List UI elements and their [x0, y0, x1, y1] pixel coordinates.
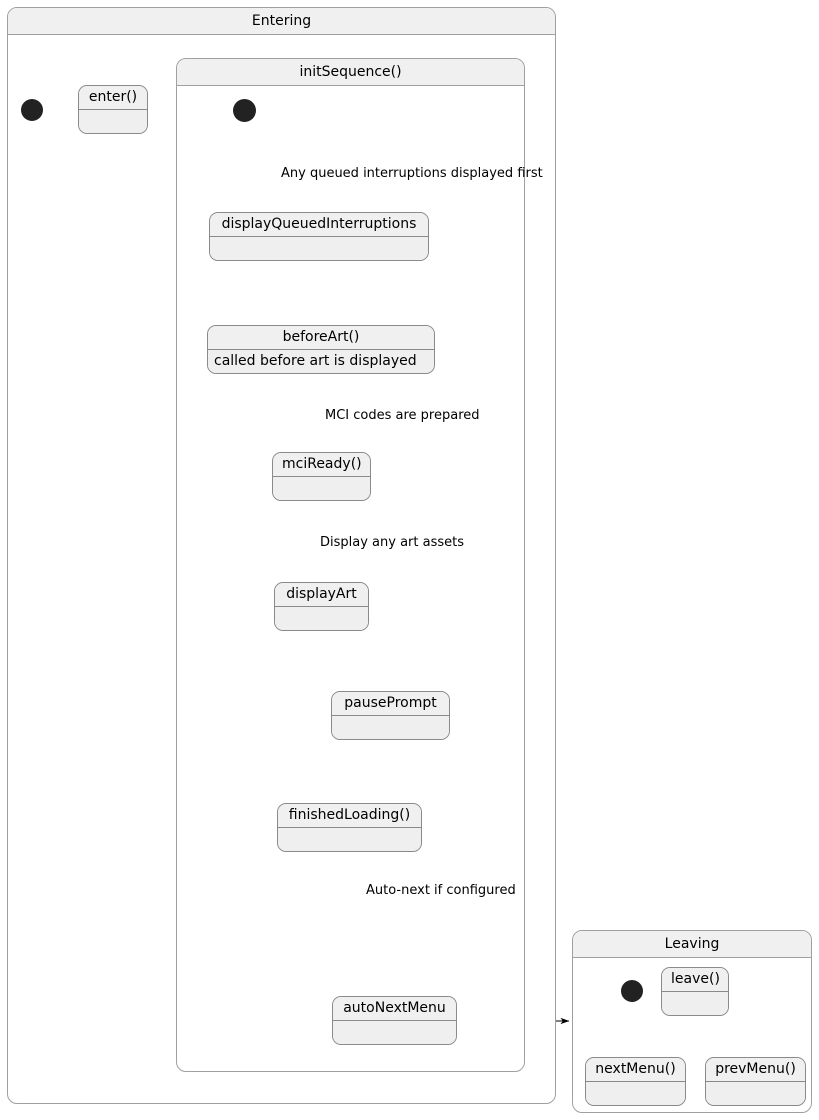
state-enter[interactable]: enter()	[78, 85, 148, 134]
start-node-entering	[21, 99, 43, 121]
start-node-leaving	[621, 980, 643, 1002]
state-leave[interactable]: leave()	[661, 967, 729, 1016]
state-before-art[interactable]: beforeArt() called before art is display…	[207, 325, 435, 374]
state-prev-menu[interactable]: prevMenu()	[705, 1057, 806, 1106]
state-mci-ready-title: mciReady()	[273, 453, 370, 477]
state-pause-prompt-body	[332, 716, 449, 739]
state-finished-loading[interactable]: finishedLoading()	[277, 803, 422, 852]
state-next-menu-title: nextMenu()	[586, 1058, 685, 1082]
state-prev-menu-body	[706, 1082, 805, 1105]
state-before-art-title: beforeArt()	[208, 326, 434, 350]
state-pause-prompt-title: pausePrompt	[332, 692, 449, 716]
group-init-sequence-title: initSequence()	[177, 59, 524, 86]
state-auto-next-menu-title: autoNextMenu	[333, 997, 456, 1021]
state-auto-next-menu[interactable]: autoNextMenu	[332, 996, 457, 1045]
state-mci-ready[interactable]: mciReady()	[272, 452, 371, 501]
state-prev-menu-title: prevMenu()	[706, 1058, 805, 1082]
state-before-art-body: called before art is displayed	[208, 350, 434, 373]
state-pause-prompt[interactable]: pausePrompt	[331, 691, 450, 740]
state-next-menu[interactable]: nextMenu()	[585, 1057, 686, 1106]
state-mci-ready-body	[273, 477, 370, 500]
state-leave-body	[662, 992, 728, 1015]
state-enter-body	[79, 110, 147, 133]
state-display-art-body	[275, 607, 368, 630]
state-leave-title: leave()	[662, 968, 728, 992]
state-display-queued-interruptions-title: displayQueuedInterruptions	[210, 213, 428, 237]
group-entering-title: Entering	[8, 8, 555, 35]
state-finished-loading-title: finishedLoading()	[278, 804, 421, 828]
state-display-queued-interruptions[interactable]: displayQueuedInterruptions	[209, 212, 429, 261]
edge-label-mci-codes: MCI codes are prepared	[325, 408, 480, 423]
group-leaving-title: Leaving	[573, 931, 811, 958]
state-enter-title: enter()	[79, 86, 147, 110]
edge-label-display-art-assets: Display any art assets	[320, 535, 465, 550]
state-next-menu-body	[586, 1082, 685, 1105]
edge-label-auto-next: Auto-next if configured	[366, 883, 516, 898]
edge-label-queued-interruptions: Any queued interruptions displayed first	[281, 166, 543, 181]
group-init-sequence[interactable]: initSequence()	[176, 58, 525, 1072]
start-node-init-sequence	[233, 99, 256, 122]
state-display-queued-interruptions-body	[210, 237, 428, 260]
state-finished-loading-body	[278, 828, 421, 851]
state-display-art-title: displayArt	[275, 583, 368, 607]
state-display-art[interactable]: displayArt	[274, 582, 369, 631]
state-auto-next-menu-body	[333, 1021, 456, 1044]
